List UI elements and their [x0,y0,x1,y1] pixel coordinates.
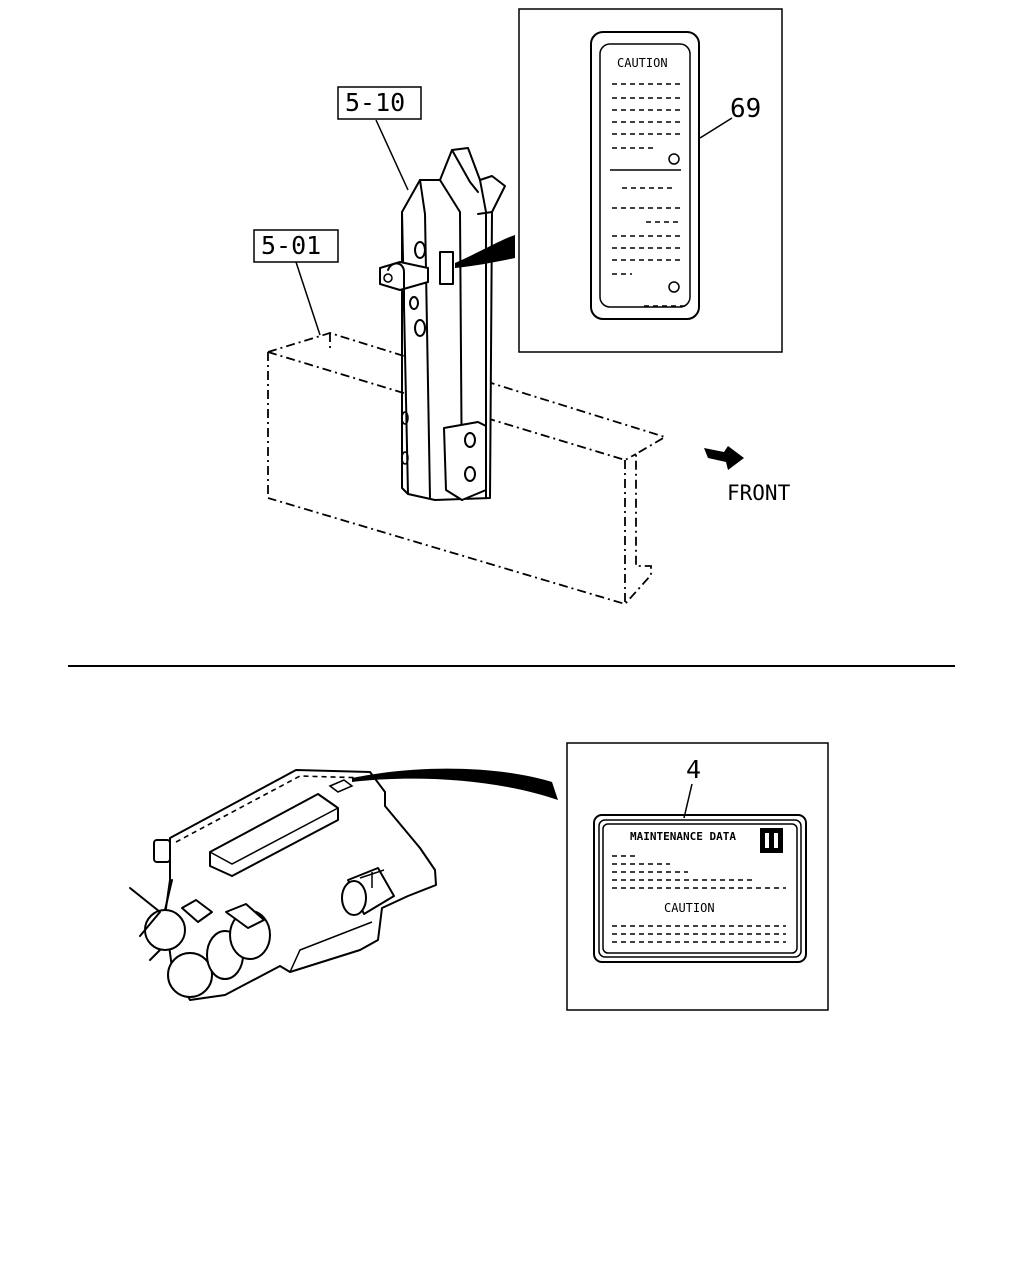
maintenance-caution-label: CAUTION [664,901,715,915]
front-direction: FRONT [704,446,791,505]
callout-5-01-label: 5-01 [261,231,321,260]
callout-4-label: 4 [686,755,701,784]
maintenance-plate-title: MAINTENANCE DATA [630,830,736,843]
isuzu-logo-icon [760,828,783,853]
front-label: FRONT [727,481,791,505]
callout-5-10: 5-10 [337,86,422,191]
callout-5-01: 5-01 [253,229,339,336]
front-arrow-icon [704,446,744,470]
maintenance-plate-inset: 4 MAINTENANCE DATA CAUTION [566,742,829,1011]
caution-plate-inset: CAUTION 69 [518,8,783,353]
frame-rail-illustration [267,147,668,606]
callout-69-label: 69 [730,94,761,124]
caution-plate-title: CAUTION [617,56,668,70]
mounting-hole-icon [668,153,680,165]
caution-plate-text-lines [610,83,688,307]
mounting-hole-icon [668,281,680,293]
engine-illustration [129,768,558,1001]
maintenance-plate-text-lines [612,855,786,943]
callout-5-10-label: 5-10 [345,88,405,117]
